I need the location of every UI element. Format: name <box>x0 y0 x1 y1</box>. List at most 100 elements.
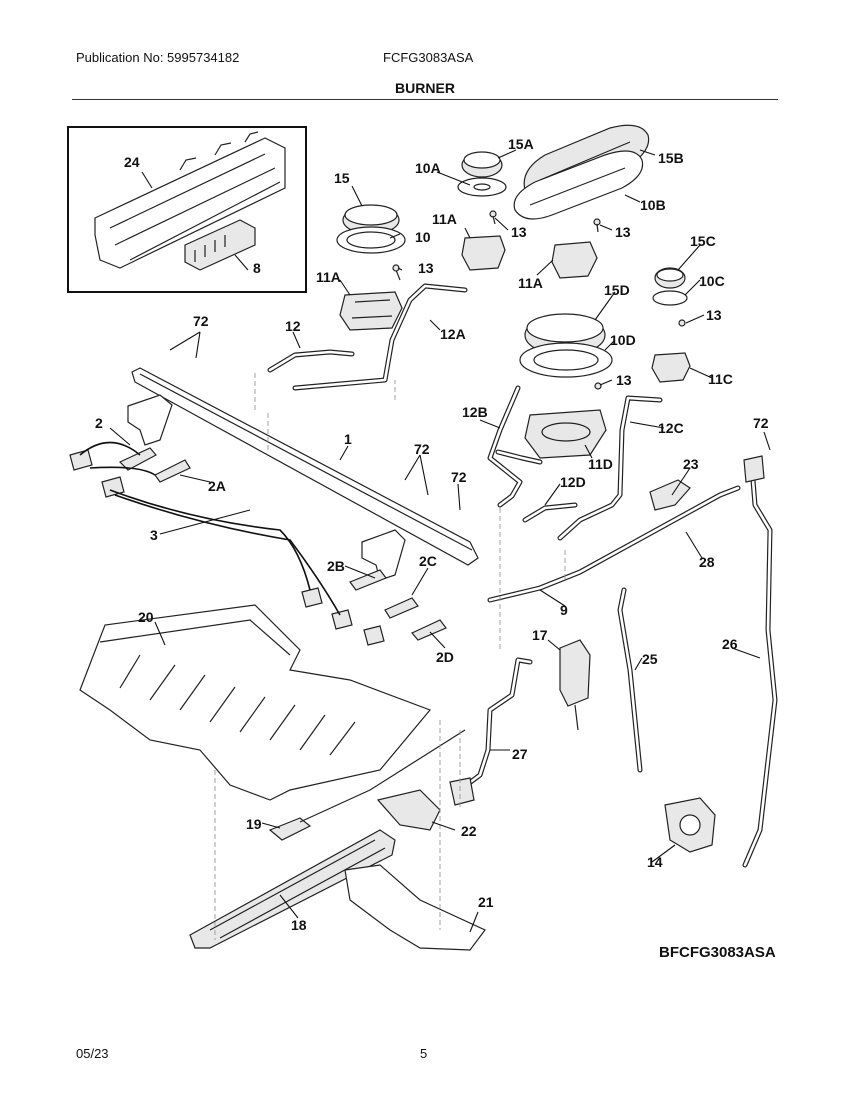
shield-21 <box>344 864 486 951</box>
callout-11A-right: 11A <box>518 275 543 291</box>
burner-base-11A-mid <box>461 235 506 271</box>
callout-2B: 2B <box>327 558 345 574</box>
burner-group-mid <box>457 151 507 271</box>
manifold-pipe-1 <box>127 367 479 581</box>
callout-10D: 10D <box>610 332 636 348</box>
callout-25: 25 <box>642 651 658 667</box>
callout-13-left: 13 <box>418 260 434 276</box>
tube-26-fitting <box>743 455 765 483</box>
header-rule <box>72 99 778 100</box>
section-title: BURNER <box>395 80 455 96</box>
callout-20: 20 <box>138 609 154 625</box>
burner-base-11D <box>524 409 607 459</box>
callout-23: 23 <box>683 456 699 472</box>
page-number: 5 <box>420 1046 428 1061</box>
burner-head-10A <box>457 177 507 197</box>
oven-burner-18 <box>189 829 396 949</box>
burner-base-11A-right <box>551 241 598 279</box>
manifold-bracket-left <box>127 394 173 446</box>
callout-12: 12 <box>285 318 301 334</box>
component-17 <box>559 639 591 731</box>
manifold-bracket-right <box>361 529 406 581</box>
burner-group-oval <box>513 124 650 279</box>
burner-box-20 <box>79 604 432 801</box>
callout-2C: 2C <box>419 553 437 569</box>
callout-72-center: 72 <box>414 441 430 457</box>
callout-3: 3 <box>150 527 158 543</box>
diagram-code: BFCFG3083ASA <box>659 944 776 961</box>
spark-module <box>184 219 256 271</box>
callout-24: 24 <box>124 154 140 170</box>
alignment-lines <box>214 372 566 940</box>
callout-2D: 2D <box>436 649 454 665</box>
model-number: FCFG3083ASA <box>383 50 474 65</box>
callout-22: 22 <box>461 823 477 839</box>
callout-11A-mid: 11A <box>432 211 457 227</box>
callout-11A-left: 11A <box>316 269 341 285</box>
burner-group-left <box>336 204 406 331</box>
leader-lines <box>109 149 771 933</box>
callout-10A: 10A <box>415 160 441 176</box>
tube-9 <box>487 479 741 603</box>
spark-module-bracket <box>94 137 286 269</box>
callout-2: 2 <box>95 415 103 431</box>
burner-head-10C <box>652 290 688 306</box>
callout-10B: 10B <box>640 197 666 213</box>
callout-12D: 12D <box>560 474 586 490</box>
callout-28: 28 <box>699 554 715 570</box>
callout-15D: 15D <box>604 282 630 298</box>
burner-18-assembly <box>189 729 486 951</box>
callout-1: 1 <box>344 431 352 447</box>
burner-group-c <box>651 267 691 383</box>
igniter-switch <box>69 449 93 471</box>
burner-head-10D <box>519 342 613 378</box>
inset-box <box>67 126 307 293</box>
callout-10C: 10C <box>699 273 725 289</box>
callout-12B: 12B <box>462 404 488 420</box>
publication-number: Publication No: 5995734182 <box>76 50 240 65</box>
callout-27: 27 <box>512 746 528 762</box>
oval-burner-head-10B <box>513 150 644 220</box>
callout-8: 8 <box>253 260 261 276</box>
callout-19: 19 <box>246 816 262 832</box>
tube-27 <box>449 657 533 806</box>
callout-72-center2: 72 <box>451 469 467 485</box>
callout-17: 17 <box>532 627 548 643</box>
tubes-25-26 <box>617 455 778 868</box>
burner-base-11C <box>651 352 691 383</box>
callout-10: 10 <box>415 229 431 245</box>
footer-date: 05/23 <box>76 1046 109 1061</box>
callout-2A: 2A <box>208 478 226 494</box>
valves-and-switches <box>69 441 447 646</box>
burner-base-11A <box>339 291 403 331</box>
callout-15B: 15B <box>658 150 684 166</box>
callout-labels: 24 8 15 10 11A 13 10A 15A 15B 10B 11A 13… <box>95 136 776 961</box>
regulator-14 <box>664 797 716 853</box>
callout-13-c: 13 <box>706 307 722 323</box>
igniter-19 <box>268 817 312 841</box>
callout-18: 18 <box>291 917 307 933</box>
callout-72-left: 72 <box>193 313 209 329</box>
bracket-23 <box>649 479 691 511</box>
callout-13-mid: 13 <box>511 224 527 240</box>
callout-12A: 12A <box>440 326 466 342</box>
callout-11C: 11C <box>708 371 733 387</box>
callout-26: 26 <box>722 636 738 652</box>
callout-13-d: 13 <box>616 372 632 388</box>
burner-group-d <box>519 313 613 459</box>
callout-15C: 15C <box>690 233 716 249</box>
burner-head-10 <box>336 226 406 254</box>
screw-13-left <box>395 269 401 281</box>
burner-exploded-diagram: 24 8 15 10 11A 13 10A 15A 15B 10B 11A 13… <box>67 124 778 961</box>
callout-9: 9 <box>560 602 568 618</box>
callout-15A: 15A <box>508 136 534 152</box>
callout-72-right: 72 <box>753 415 769 431</box>
callout-15: 15 <box>334 170 350 186</box>
callout-11D: 11D <box>588 456 613 472</box>
burner-tubes <box>267 283 663 541</box>
callout-12C: 12C <box>658 420 684 436</box>
callout-21: 21 <box>478 894 494 910</box>
bracket-22 <box>376 789 441 831</box>
callout-13-right: 13 <box>615 224 631 240</box>
callout-14: 14 <box>647 854 663 870</box>
